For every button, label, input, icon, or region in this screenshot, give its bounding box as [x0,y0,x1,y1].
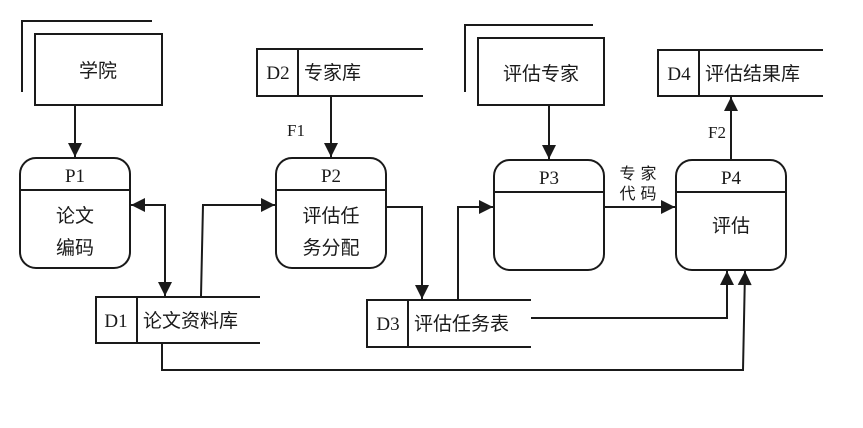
store-label: 专家库 [304,62,361,84]
store-outline [256,48,423,97]
flow-d3-to-p4[interactable] [531,271,734,319]
flow-d3-to-p3[interactable] [457,200,493,299]
process-box [493,159,605,271]
flow-p1-d1-bidirectional[interactable] [131,198,172,296]
process-label-line2: 编码 [56,237,94,259]
data-store-d3[interactable]: D3 评估任务表 [366,299,531,348]
process-p1[interactable]: P1 论文 编码 [19,157,131,269]
entity-shadow-border [464,24,593,92]
flow-label-f1: F1 [287,121,305,140]
process-p2[interactable]: P2 评估任 务分配 [275,157,387,269]
store-id: D1 [104,311,127,332]
store-outline [366,299,531,348]
entity-box [34,33,163,106]
entity-shadow-border [21,20,152,92]
external-entity-evaluation-expert[interactable]: 评估专家 [464,24,605,106]
process-label-line2: 务分配 [302,237,359,259]
process-id: P1 [65,166,85,187]
entity-label: 学院 [79,60,117,82]
store-label: 论文资料库 [143,310,238,332]
store-label: 评估结果库 [705,63,800,85]
flow-d1-to-p4[interactable] [161,270,752,371]
store-id: D4 [667,64,691,85]
entity-label: 评估专家 [503,63,579,85]
data-store-d2[interactable]: D2 专家库 [256,48,423,97]
process-box [675,159,787,271]
process-box [275,157,387,269]
store-label: 评估任务表 [414,313,509,335]
flow-label-f2: F2 [708,123,726,142]
process-p4[interactable]: P4 评估 [675,159,787,271]
process-label-line1: 评估 [712,215,750,237]
data-store-d4[interactable]: D4 评估结果库 [657,49,823,97]
entity-box [477,37,605,106]
process-id: P4 [721,168,742,189]
external-entity-college[interactable]: 学院 [21,20,163,106]
process-box [19,157,131,269]
process-label-line1: 论文 [56,205,94,227]
store-id: D3 [376,314,399,335]
store-outline [657,49,823,97]
process-id: P2 [321,166,341,187]
data-store-d1[interactable]: D1 论文资料库 [95,296,260,344]
flow-label-expert-code-line1: 专 家 [619,164,656,183]
flow-d1-to-p2[interactable] [200,198,275,297]
process-label-line1: 评估任 [302,205,359,227]
flow-label-expert-code-line2: 代 码 [619,184,656,203]
process-id: P3 [539,168,559,189]
flow-p2-to-d3[interactable] [387,206,429,299]
store-id: D2 [266,63,289,84]
process-p3[interactable]: P3 [493,159,605,271]
store-outline [95,296,260,344]
